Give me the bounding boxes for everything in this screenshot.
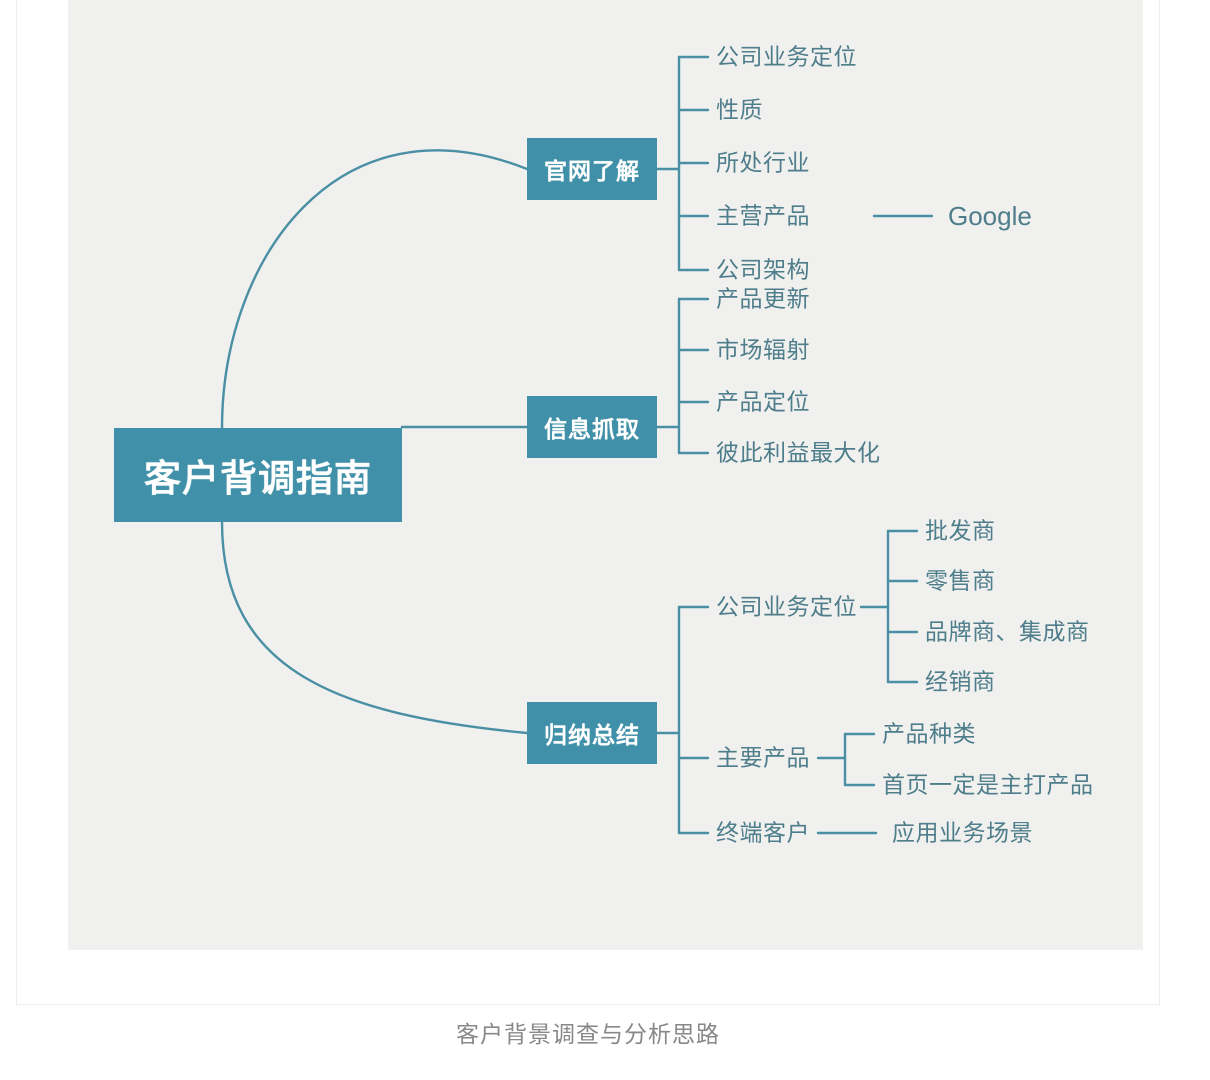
- node-label-l2-0-1[interactable]: 性质: [716, 96, 763, 123]
- branch-node-label: 官网了解: [544, 158, 640, 184]
- node-label-l3-2-0-3[interactable]: 经销商: [925, 668, 996, 695]
- node-label-l2-2-0[interactable]: 公司业务定位: [716, 593, 857, 620]
- figure-panel: 客户背调指南 官网了解 信息抓取 归纳总结 公司业务定位性质所处行业主营产品公司…: [68, 0, 1143, 950]
- node-label-l2-0-3[interactable]: 主营产品: [716, 202, 810, 229]
- node-label-l3-2-0-0[interactable]: 批发商: [925, 517, 996, 544]
- node-label-l2-1-3[interactable]: 彼此利益最大化: [716, 439, 881, 466]
- branch-node-label: 信息抓取: [544, 416, 640, 442]
- node-label-l3-2-1-1[interactable]: 首页一定是主打产品: [882, 771, 1094, 798]
- branch-node-summary[interactable]: 归纳总结: [527, 702, 657, 764]
- node-label-l3-2-0-1[interactable]: 零售商: [925, 567, 996, 594]
- connector-line: [220, 520, 529, 735]
- node-label-l2-1-2[interactable]: 产品定位: [716, 388, 810, 415]
- mindmap-diagram: 客户背调指南 官网了解 信息抓取 归纳总结 公司业务定位性质所处行业主营产品公司…: [68, 0, 1143, 950]
- root-node-label: 客户背调指南: [144, 458, 372, 499]
- node-label-l3-0-3-0[interactable]: Google: [948, 201, 1032, 231]
- figure-caption: 客户背景调查与分析思路: [456, 1021, 720, 1047]
- article-card: 客户背调指南 官网了解 信息抓取 归纳总结 公司业务定位性质所处行业主营产品公司…: [16, 0, 1160, 1005]
- node-label-l3-2-1-0[interactable]: 产品种类: [882, 720, 976, 747]
- branch-node-website-research[interactable]: 官网了解: [527, 138, 657, 200]
- root-node[interactable]: 客户背调指南: [114, 428, 402, 522]
- node-label-l2-0-4[interactable]: 公司架构: [716, 256, 810, 283]
- branch-node-info-gathering[interactable]: 信息抓取: [527, 396, 657, 458]
- node-label-l2-0-2[interactable]: 所处行业: [716, 149, 810, 176]
- node-label-l3-2-0-2[interactable]: 品牌商、集成商: [925, 618, 1090, 645]
- node-label-l2-1-0[interactable]: 产品更新: [716, 285, 810, 312]
- node-label-l3-2-2-0[interactable]: 应用业务场景: [892, 819, 1033, 846]
- node-label-l2-0-0[interactable]: 公司业务定位: [716, 43, 857, 70]
- branch-node-label: 归纳总结: [544, 722, 640, 748]
- connector-line: [220, 149, 529, 430]
- node-label-l2-2-2[interactable]: 终端客户: [716, 819, 810, 846]
- node-label-l2-1-1[interactable]: 市场辐射: [716, 336, 810, 363]
- node-label-l2-2-1[interactable]: 主要产品: [716, 744, 810, 771]
